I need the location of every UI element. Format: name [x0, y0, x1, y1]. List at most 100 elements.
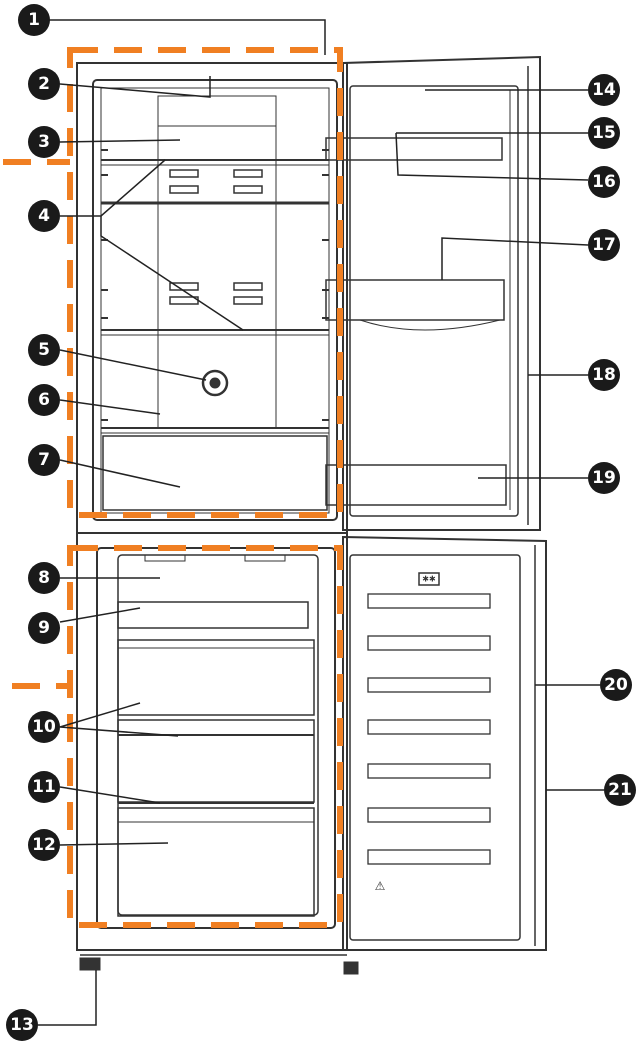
callout-5-label: 5 [38, 340, 50, 360]
callout-11-label: 11 [32, 777, 56, 797]
freezer-door-outline [342, 535, 547, 951]
callout-2-label: 2 [38, 74, 50, 94]
callout-9: 9 [28, 612, 60, 644]
grille [169, 185, 199, 194]
callout-16: 16 [588, 166, 620, 198]
leader-9 [59, 607, 141, 623]
fridge-zone-outline [67, 47, 343, 518]
leader-4a [60, 159, 166, 217]
warning-icon: ⚠ [375, 879, 386, 893]
leader-16 [395, 132, 589, 181]
freezer-drawer-1 [117, 639, 315, 716]
leader-lines [38, 19, 604, 1026]
callout-20: 20 [600, 669, 632, 701]
callout-1: 1 [18, 4, 50, 36]
callout-4-label: 4 [38, 206, 50, 226]
door-slot [367, 677, 491, 693]
callout-9-label: 9 [38, 618, 50, 638]
fridge-door [325, 55, 541, 531]
callout-7-label: 7 [38, 450, 50, 470]
callout-19-label: 19 [592, 468, 616, 488]
callout-7: 7 [28, 444, 60, 476]
leader-7 [59, 459, 181, 488]
ice-tray [144, 554, 186, 562]
callout-badges: 1 2 3 4 5 6 7 8 9 10 11 12 13 14 15 16 1… [6, 4, 636, 1041]
front-foot-left [79, 957, 101, 971]
light-housing [157, 95, 277, 127]
door-slot [367, 635, 491, 651]
callout-8: 8 [28, 562, 60, 594]
star-rating-plate [418, 572, 440, 586]
leader-10 [59, 702, 179, 737]
zone-outlines [3, 47, 343, 928]
ice-tray [244, 554, 286, 562]
fridge-interior [92, 79, 338, 521]
freezer-flap [117, 601, 309, 629]
door-slot [367, 849, 491, 865]
fridge-interior-inner [100, 87, 330, 514]
door-bin-middle-front [359, 319, 501, 331]
fridge-cabinet [76, 62, 348, 951]
fridge-shelves [101, 149, 329, 511]
callout-17-label: 17 [592, 235, 616, 255]
callout-5: 5 [28, 334, 60, 366]
callout-19: 19 [588, 462, 620, 494]
grille [169, 169, 199, 178]
callout-6: 6 [28, 384, 60, 416]
callout-13-label: 13 [10, 1015, 34, 1035]
callout-10-label: 10 [32, 717, 56, 737]
grille [233, 185, 263, 194]
door-slot [367, 593, 491, 609]
door-slot [367, 763, 491, 779]
leader-13 [38, 970, 97, 1026]
leader-2 [59, 76, 211, 98]
callout-21-label: 21 [608, 780, 632, 800]
thermostat-knob-inner [209, 377, 221, 389]
callout-6-label: 6 [38, 390, 50, 410]
callout-16-label: 16 [592, 172, 616, 192]
leader-4b [100, 216, 244, 331]
freezer-drawer-3 [117, 807, 315, 917]
callout-18-label: 18 [592, 365, 616, 385]
callout-10: 10 [28, 711, 60, 743]
crisper-drawer [102, 435, 328, 511]
callout-8-label: 8 [38, 568, 50, 588]
wine-rack-grilles [169, 169, 263, 305]
grille [169, 282, 199, 291]
leader-17 [441, 237, 589, 280]
callout-15-label: 15 [592, 123, 616, 143]
door-bin-middle [325, 279, 505, 321]
callout-21: 21 [604, 774, 636, 806]
callout-17: 17 [588, 229, 620, 261]
grille [233, 296, 263, 305]
callout-1-label: 1 [28, 10, 40, 30]
bottle-bin [325, 464, 507, 506]
freezer-drawer-2 [117, 719, 315, 803]
callout-14-label: 14 [592, 80, 616, 100]
callout-18: 18 [588, 359, 620, 391]
callout-11: 11 [28, 771, 60, 803]
freezer-door-liner [349, 554, 521, 941]
door-slot [367, 719, 491, 735]
fridge-door-liner [349, 85, 519, 517]
callout-13: 13 [6, 1009, 38, 1041]
freezer-compartment [77, 532, 359, 975]
door-slot [367, 807, 491, 823]
callout-12: 12 [28, 829, 60, 861]
callout-2: 2 [28, 68, 60, 100]
freezer-zone-outline [67, 545, 343, 928]
front-foot-right [343, 961, 359, 975]
freezer-door: ✱✱ ⚠ [342, 535, 547, 951]
grille [233, 282, 263, 291]
callout-20-label: 20 [604, 675, 628, 695]
leader-3 [59, 139, 181, 143]
cabinet-body [76, 62, 348, 951]
callout-15: 15 [588, 117, 620, 149]
leader-11 [59, 786, 161, 804]
callout-14: 14 [588, 74, 620, 106]
callout-12-label: 12 [32, 835, 56, 855]
grille [233, 169, 263, 178]
freezer-interior [96, 547, 336, 929]
leader-1 [48, 19, 326, 55]
